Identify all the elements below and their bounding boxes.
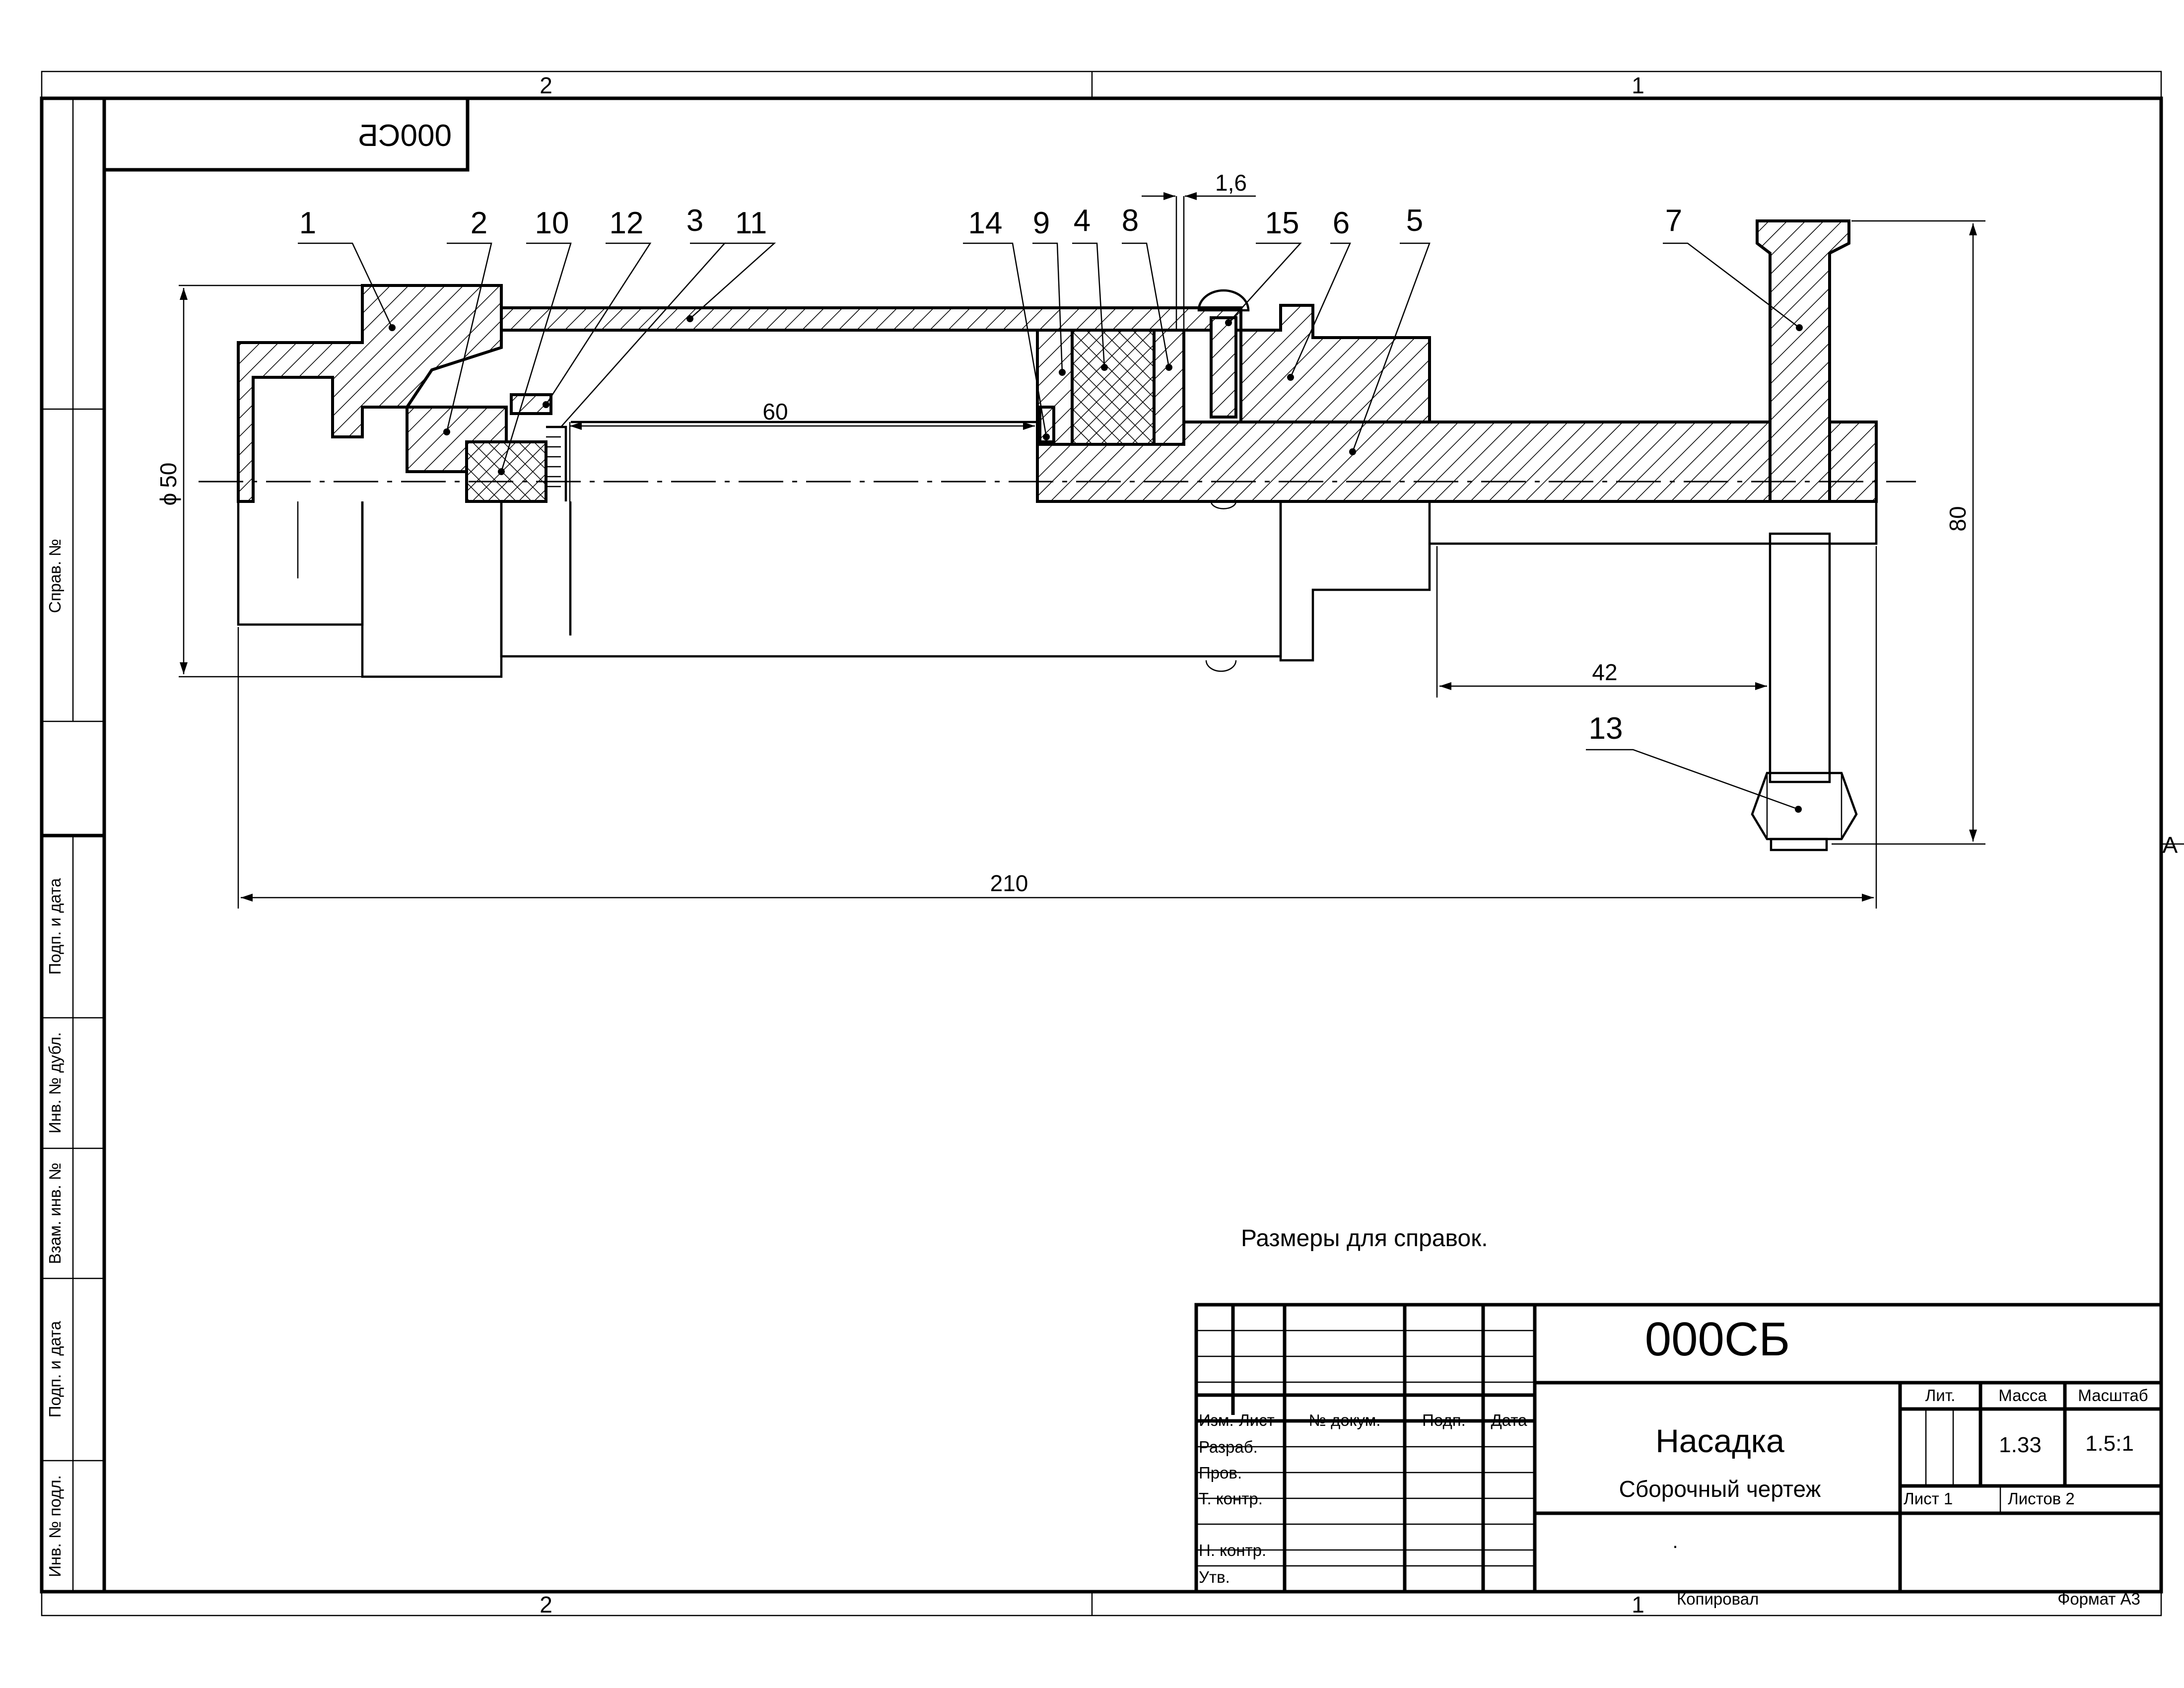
part-label-1: 1 [299,206,316,240]
svg-text:Лит.: Лит. [1925,1386,1956,1405]
part-name: Насадка [1655,1422,1784,1459]
part-8 [1153,329,1185,446]
side-strip: Справ. № Подп. и дата Инв. № дубл. Взам.… [40,96,106,1594]
title-block: 000СБ Насадка Сборочный чертеж . Изм. Ли… [1194,1303,2163,1594]
svg-text:1: 1 [1632,72,1644,98]
title-dot: . [1672,1531,1678,1552]
reference-note: Размеры для справок. [1241,1225,1488,1252]
dimension-lines: ϕ50 60 1,6 80 42 210 [155,170,1985,909]
part-label-8: 8 [1122,204,1139,238]
side-inv-podl: Инв. № подл. [46,1475,64,1577]
footer-format: Формат А3 [2057,1590,2140,1608]
svg-text:Масштаб: Масштаб [2078,1386,2148,1405]
part-7 [1756,219,1850,503]
svg-text:Т. контр.: Т. контр. [1199,1489,1263,1508]
part-label-10: 10 [535,206,569,240]
zone-markers: 2 1 2 1 A [540,72,2178,1618]
svg-text:2: 2 [540,1592,552,1618]
part-label-13: 13 [1589,711,1623,746]
svg-text:Н. контр.: Н. контр. [1199,1541,1266,1559]
footer-kopiroval: Копировал [1677,1590,1759,1608]
outer-view-lower-half [237,501,1878,851]
svg-text:№ докум.: № докум. [1309,1411,1381,1429]
part-label-3: 3 [686,204,703,238]
part-label-2: 2 [471,206,487,240]
side-podp-data-1: Подп. и дата [46,878,64,975]
part-label-9: 9 [1033,206,1050,240]
scale-value: 1.5:1 [2085,1431,2134,1456]
part-label-5: 5 [1406,204,1423,238]
side-podp-data-2: Подп. и дата [46,1321,64,1417]
dim-210: 210 [990,870,1028,896]
svg-text:Утв.: Утв. [1199,1568,1230,1586]
svg-text:2: 2 [540,72,552,98]
assembly-section: 1 2 10 12 3 11 14 9 4 8 15 6 5 7 13 ϕ50 [155,170,1985,909]
part-label-12: 12 [610,206,644,240]
svg-text:1: 1 [1632,1592,1644,1618]
document-type: Сборочный чертеж [1619,1476,1821,1502]
leader-lines [298,242,1803,810]
part-4 [1071,329,1156,446]
part-labels: 1 2 10 12 3 11 14 9 4 8 15 6 5 7 13 [299,204,1682,746]
svg-text:Масса: Масса [1998,1386,2047,1405]
part-6 [1239,304,1431,423]
part-10 [465,440,547,503]
dim-42: 42 [1592,659,1617,685]
svg-text:Лист: Лист [1239,1411,1275,1429]
svg-text:Дата: Дата [1491,1411,1527,1429]
part-label-15: 15 [1265,206,1299,240]
mass-value: 1.33 [1999,1433,2042,1457]
mirrored-code-box: 000СБ [102,96,470,172]
dim-80: 80 [1945,506,1971,531]
dim-1-6: 1,6 [1215,170,1247,196]
svg-text:A: A [2163,832,2178,858]
dim-60: 60 [762,399,788,424]
svg-text:Разраб.: Разраб. [1199,1438,1258,1456]
mirrored-code: 000СБ [358,119,452,153]
svg-text:Лист 1: Лист 1 [1904,1489,1953,1508]
part-11 [500,306,1242,332]
svg-text:Изм.: Изм. [1199,1411,1234,1429]
side-sprav: Справ. № [46,539,64,613]
part-label-4: 4 [1074,204,1091,238]
side-inv-dubl: Инв. № дубл. [46,1032,64,1133]
part-label-7: 7 [1665,204,1682,238]
svg-text:Пров.: Пров. [1199,1464,1242,1482]
side-vzam-inv: Взам. инв. № [46,1163,64,1264]
part-label-14: 14 [968,206,1003,240]
svg-text:ϕ50: ϕ50 [155,463,181,506]
part-label-11: 11 [735,206,767,240]
sectioned-upper-half [237,219,1878,503]
svg-text:Листов 2: Листов 2 [2008,1489,2075,1508]
drawing-code: 000СБ [1645,1313,1790,1366]
svg-text:Подп.: Подп. [1422,1411,1466,1429]
part-1 [237,284,503,503]
part-label-6: 6 [1333,206,1350,240]
part-15 [1210,316,1237,419]
